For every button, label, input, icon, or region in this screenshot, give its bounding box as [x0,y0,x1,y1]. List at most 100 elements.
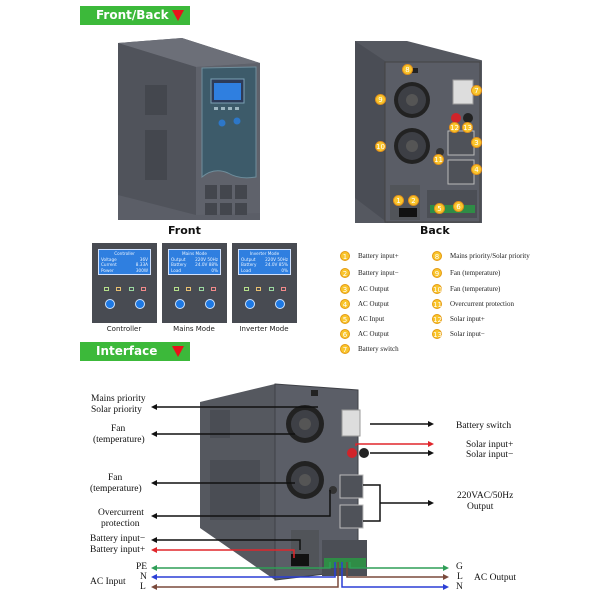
fan-top [394,82,430,118]
legend-number-badge: 7 [340,344,350,354]
legend-label: AC Input [358,315,385,323]
back-badge-10: 10 [375,141,386,152]
front-caption: Front [168,224,201,237]
lcd-value: 8.33A [135,262,148,267]
legend-number-badge: 9 [432,268,442,278]
label-overcurrent-protection: protection [101,519,140,529]
lcd-key: Output [171,256,186,262]
label-output: Output [467,502,494,512]
lcd-value: 36V [139,256,148,262]
legend-item: 4 AC Output [340,299,389,309]
label-ac-input: AC Input [90,577,126,587]
back-badge-7: 7 [471,85,482,96]
legend-number-badge: 3 [340,284,350,294]
status-leds [104,287,146,291]
lcd-title: Inverter Mode [249,251,280,256]
front-back-section-banner: Front/Back [80,6,190,25]
panel-button-left [245,299,255,309]
label-fan-2: Fan [108,473,123,483]
label-solar-input-minus: Solar input− [466,450,514,460]
interface-section-banner: Interface [80,342,190,361]
legend-label: Mains priority/Solar priority [450,252,530,260]
back-badge-9: 9 [375,94,386,105]
lcd-key: Current [101,262,117,267]
label-battery-input-minus: Battery input− [90,534,146,544]
legend-number-badge: 1 [340,251,350,261]
legend-label: Solar input+ [450,315,485,323]
legend-label: Solar input− [450,330,485,338]
back-badge-4: 4 [471,164,482,175]
legend-label: AC Output [358,330,389,338]
panel-button-right [205,299,215,309]
label-n: N [140,572,147,582]
dropdown-arrow-icon [172,346,184,357]
label-output-voltage: 220VAC/50Hz [457,491,514,501]
label-fan-1-temperature: (temperature) [93,435,145,445]
fan-bottom [394,128,430,164]
status-leds [174,287,216,291]
panel-button-left [175,299,185,309]
label-pe: PE [136,562,148,572]
legend-item: 13 Solar input− [432,329,485,339]
legend-label: Battery input+ [358,252,399,260]
lcd-key: Load [171,267,182,273]
back-badge-11: 11 [433,154,444,165]
label-n-out: N [456,582,463,592]
legend-number-badge: 8 [432,251,442,261]
legend-number-badge: 13 [432,329,442,339]
panel-label-controller: Controller [106,325,142,333]
back-badge-1: 1 [393,195,404,206]
lcd-value: 220V 50Hz [195,256,218,262]
lcd-title: Mains Mode [182,251,207,256]
label-battery-input-plus: Battery input+ [90,545,146,555]
front-back-title: Front/Back [96,8,169,22]
label-mains-priority: Mains priority [91,394,146,404]
back-caption: Back [420,224,450,237]
back-badge-3: 3 [471,137,482,148]
legend-number-badge: 4 [340,299,350,309]
legend-number-badge: 2 [340,268,350,278]
legend-number-badge: 10 [432,284,442,294]
lcd-key: Battery [241,262,257,267]
back-badge-13: 13 [462,122,473,133]
legend-label: AC Output [358,285,389,293]
lcd-title: Controller [114,251,135,256]
label-solar-priority: Solar priority [91,405,142,415]
label-battery-switch: Battery switch [456,421,512,431]
legend-number-badge: 11 [432,299,442,309]
back-badge-5: 5 [434,203,445,214]
label-fan-1: Fan [111,424,126,434]
status-leds [244,287,286,291]
legend-label: AC Output [358,300,389,308]
label-l-out: L [457,572,463,582]
front-device-image [118,38,260,220]
label-l: L [140,582,146,592]
lcd-key: Power [101,267,114,273]
legend-item: 1 Battery input+ [340,251,399,261]
interface-title: Interface [96,344,158,358]
lcd-value: 0% [281,267,288,273]
panel-button-right [275,299,285,309]
legend-label: Battery input− [358,269,399,277]
legend-number-badge: 12 [432,314,442,324]
label-fan-2-temperature: (temperature) [90,484,142,494]
legend-number-badge: 6 [340,329,350,339]
label-ac-output: AC Output [474,573,516,583]
legend-item: 6 AC Output [340,329,389,339]
legend-item: 8 Mains priority/Solar priority [432,251,530,261]
lcd-value: 220V 50Hz [265,256,288,262]
legend-item: 3 AC Output [340,284,389,294]
panel-label-inverter-mode: Inverter Mode [239,325,289,333]
panel-button-left [105,299,115,309]
lcd-value: 24.0V 88% [195,262,218,267]
